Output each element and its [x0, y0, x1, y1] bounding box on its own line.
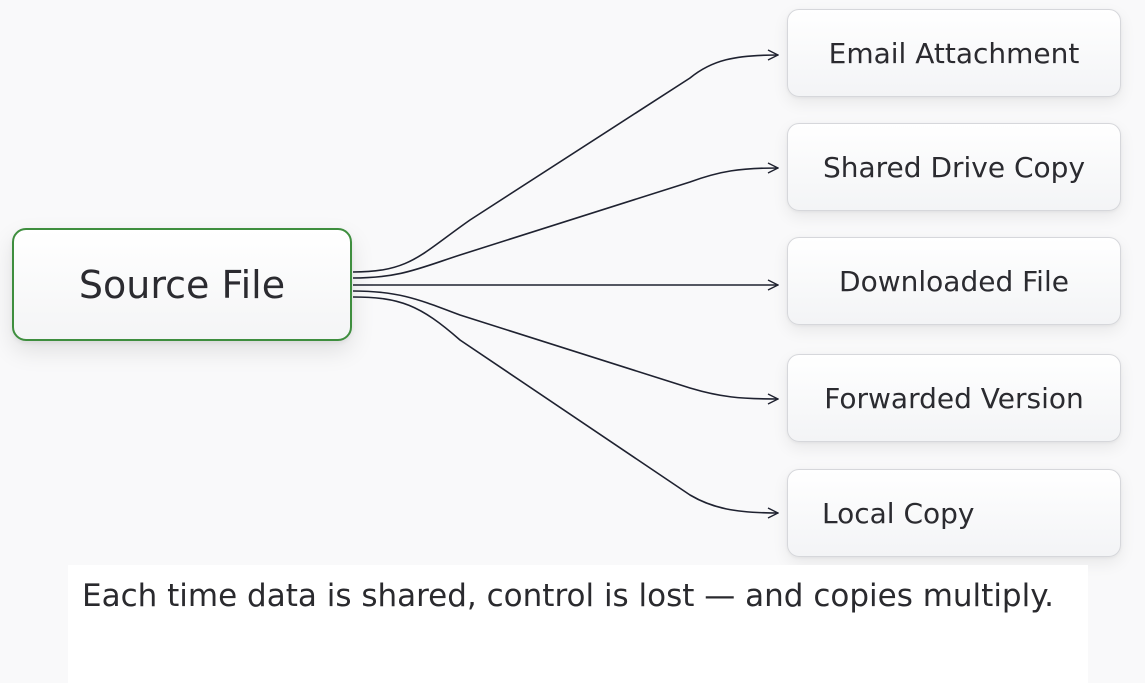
email-attachment-label: Email Attachment	[828, 36, 1080, 70]
email-attachment-node: Email Attachment	[787, 9, 1121, 97]
source-file-label: Source File	[78, 262, 286, 307]
diagram-caption: Each time data is shared, control is los…	[82, 578, 1055, 614]
shared-drive-copy-node: Shared Drive Copy	[787, 123, 1121, 211]
forwarded-version-label: Forwarded Version	[824, 381, 1084, 415]
source-file-node: Source File	[12, 228, 352, 341]
connector-email-attachment	[352, 55, 778, 273]
connector-local-copy	[352, 296, 778, 513]
connector-forwarded-version	[352, 290, 778, 399]
caption-panel	[68, 565, 1088, 683]
downloaded-file-node: Downloaded File	[787, 237, 1121, 325]
downloaded-file-label: Downloaded File	[839, 264, 1069, 298]
local-copy-label: Local Copy	[822, 496, 975, 530]
shared-drive-copy-label: Shared Drive Copy	[822, 150, 1086, 184]
connector-shared-drive-copy	[352, 168, 778, 279]
local-copy-node: Local Copy	[787, 469, 1121, 557]
forwarded-version-node: Forwarded Version	[787, 354, 1121, 442]
